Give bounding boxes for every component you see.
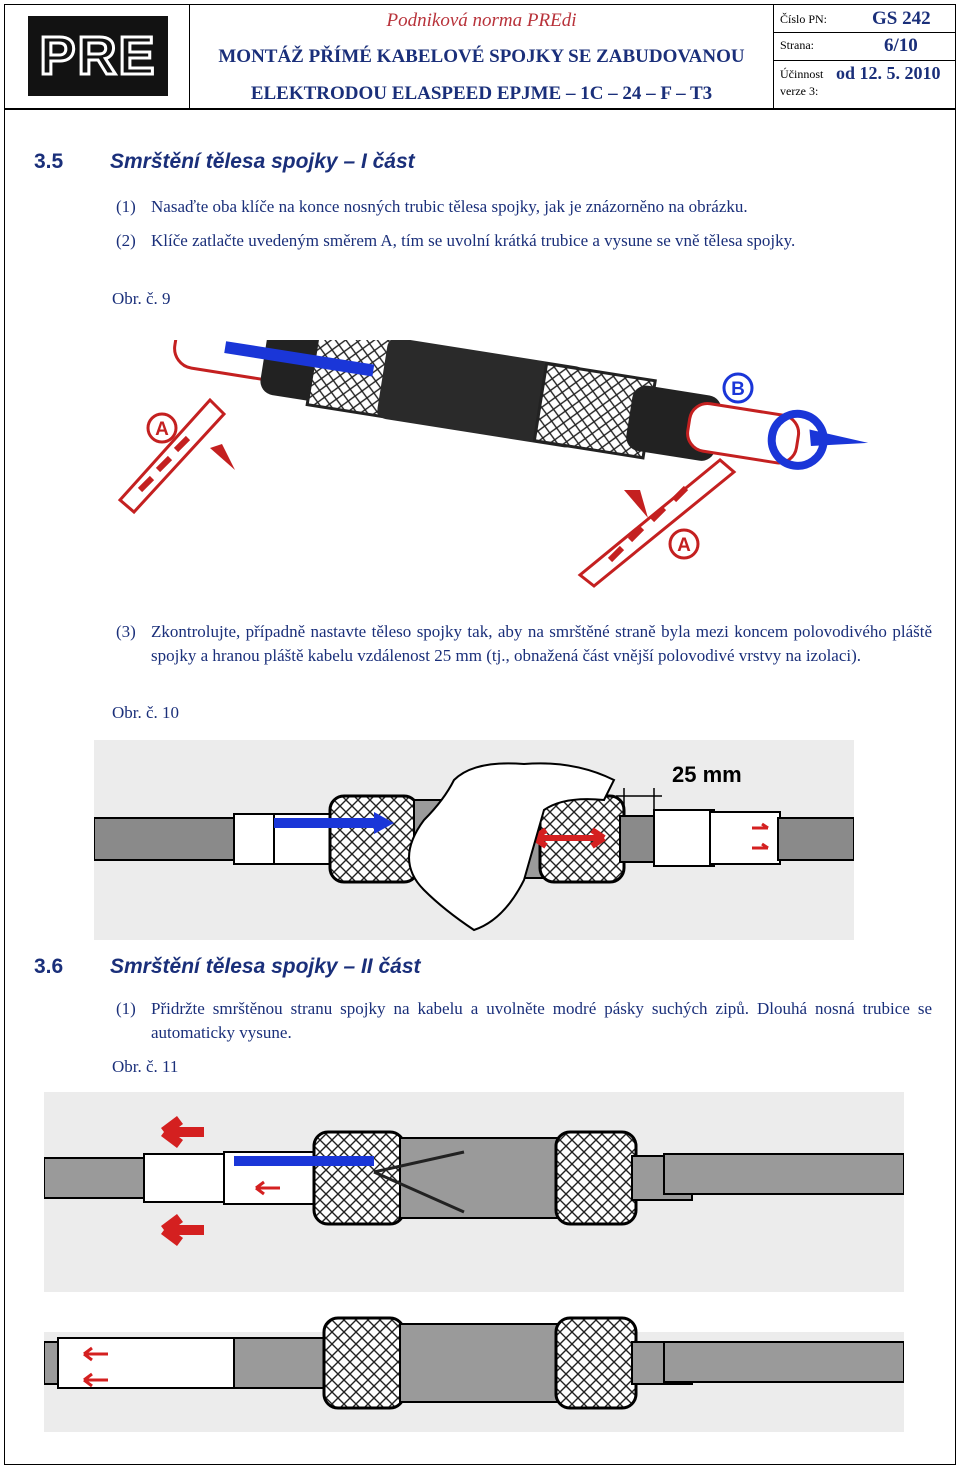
step-3: (3) Zkontrolujte, případně nastavte těle… — [116, 620, 932, 668]
label-a-right: A — [677, 535, 691, 556]
info-cell: Číslo PN: GS 242 Strana: 6/10 Účinnost o… — [774, 4, 956, 108]
step-number: (1) — [116, 999, 136, 1018]
figure-11-caption: Obr. č. 11 — [112, 1057, 179, 1076]
label-b: B — [731, 379, 745, 400]
step-text: Přidržte smrštěnou stranu spojky na kabe… — [151, 999, 932, 1042]
figure-10-illustration: 25 mm — [94, 740, 854, 940]
section-number: 3.5 — [34, 150, 64, 173]
ucinnost-label: Účinnost — [780, 67, 824, 81]
document-header: PRE Podniková norma PREdi MONTÁŽ PŘÍMÉ K… — [4, 4, 956, 110]
step-text: Nasaďte oba klíče na konce nosných trubi… — [151, 197, 748, 216]
logo-text: PRE — [39, 26, 156, 86]
verze-label: verze 3: — [780, 84, 819, 98]
section-heading-3-6: 3.6 Smrštění tělesa spojky – II část — [34, 955, 421, 979]
figure-9-illustration: A A B — [117, 340, 869, 588]
right-wrench — [577, 458, 737, 588]
page-frame — [4, 4, 956, 1465]
title-cell: Podniková norma PREdi MONTÁŽ PŘÍMÉ KABEL… — [190, 4, 774, 108]
section-number: 3.6 — [34, 955, 64, 978]
step-3-6-1: (1) Přidržte smrštěnou stranu spojky na … — [116, 997, 932, 1045]
section-title: Smrštění tělesa spojky – II část — [110, 955, 421, 978]
strana-value: 6/10 — [884, 35, 918, 56]
figure-10-caption: Obr. č. 10 — [112, 703, 180, 722]
step-2: (2) Klíče zatlačte uvedeným směrem A, tí… — [116, 229, 932, 253]
strana-label: Strana: — [780, 38, 814, 52]
dimension-label: 25 mm — [672, 762, 742, 787]
figure-9-caption: Obr. č. 9 — [112, 289, 171, 308]
left-wrench — [117, 397, 235, 515]
step-number: (3) — [116, 622, 136, 641]
step-text: Zkontrolujte, případně nastavte těleso s… — [151, 622, 932, 665]
figure-11-illustration — [44, 1092, 904, 1432]
section-heading-3-5: 3.5 Smrštění tělesa spojky – I část — [34, 150, 415, 174]
document-title-line2: ELEKTRODOU ELASPEED EPJME – 1C – 24 – F … — [250, 83, 713, 104]
norm-name: Podniková norma PREdi — [386, 10, 577, 31]
step-1: (1) Nasaďte oba klíče na konce nosných t… — [116, 195, 932, 219]
document-title-line1: MONTÁŽ PŘÍMÉ KABELOVÉ SPOJKY SE ZABUDOVA… — [218, 46, 745, 67]
ucinnost-value: od 12. 5. 2010 — [836, 63, 941, 83]
label-a-left: A — [155, 419, 169, 440]
cislo-label: Číslo PN: — [780, 12, 828, 26]
step-number: (2) — [116, 231, 136, 250]
company-logo: PRE — [28, 16, 168, 96]
cislo-value: GS 242 — [872, 8, 931, 29]
logo-cell: PRE — [4, 4, 190, 108]
step-text: Klíče zatlačte uvedeným směrem A, tím se… — [151, 231, 796, 250]
section-title: Smrštění tělesa spojky – I část — [110, 150, 415, 173]
step-number: (1) — [116, 197, 136, 216]
